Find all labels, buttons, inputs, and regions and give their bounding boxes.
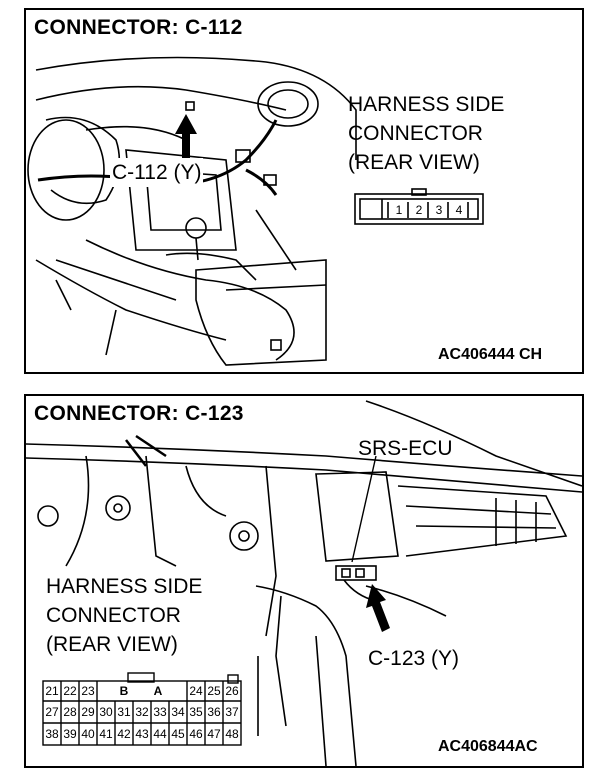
figure-code: AC406844AC [438, 738, 538, 755]
pin-label: 27 [45, 705, 59, 719]
pin-label: 32 [135, 705, 149, 719]
pin-label: 25 [207, 684, 221, 698]
pin-label: 37 [225, 705, 239, 719]
harness-label: HARNESS SIDE CONNECTOR (REAR VIEW) [348, 90, 504, 177]
harness-label-line-2: CONNECTOR [46, 604, 181, 627]
harness-label-line-3: (REAR VIEW) [46, 633, 178, 656]
srs-ecu-label: SRS-ECU [358, 437, 453, 460]
pin-label: 2 [415, 203, 423, 217]
connector-c123-panel: CONNECTOR: C-123 SRS-ECU HARNESS SIDE CO… [24, 394, 584, 768]
pin-label: 41 [99, 727, 113, 741]
pin-label: 31 [117, 705, 131, 719]
pin-label: 28 [63, 705, 77, 719]
pin-label: 30 [99, 705, 113, 719]
pin-label: 43 [135, 727, 149, 741]
pin-label: 4 [455, 203, 463, 217]
connector-callout: C-123 (Y) [366, 644, 462, 673]
pin-label: B [119, 684, 129, 698]
pin-label: 46 [189, 727, 203, 741]
pin-label: 3 [435, 203, 443, 217]
connector-face-c112: 1 2 3 4 [354, 188, 484, 226]
pin-label: 40 [81, 727, 95, 741]
figure-code: AC406444 CH [438, 346, 543, 363]
pin-label: 39 [63, 727, 77, 741]
harness-label-line-1: HARNESS SIDE [348, 93, 505, 116]
panel-title: CONNECTOR: C-123 [34, 402, 244, 425]
pin-label: 36 [207, 705, 221, 719]
pin-label: 35 [189, 705, 203, 719]
pin-label: 48 [225, 727, 239, 741]
harness-label-line-2: CONNECTOR [348, 122, 483, 145]
pin-label: 22 [63, 684, 77, 698]
pointer-arrow [175, 114, 197, 158]
pin-label: A [153, 684, 163, 698]
pin-label: 26 [225, 684, 239, 698]
pin-label: 33 [153, 705, 167, 719]
connector-callout: C-112 (Y) [110, 158, 204, 187]
connector-face-c123: 21 22 23 B A 24 25 26 27 28 29 30 31 32 … [42, 672, 242, 746]
connector-c112-panel: CONNECTOR: C-112 C-112 (Y) HARNESS SIDE … [24, 8, 584, 374]
pin-label: 45 [171, 727, 185, 741]
floor-console-line-drawing [26, 400, 582, 766]
harness-label: HARNESS SIDE CONNECTOR (REAR VIEW) [46, 572, 207, 659]
pin-label: 44 [153, 727, 167, 741]
pin-label: 47 [207, 727, 221, 741]
pin-label: 23 [81, 684, 95, 698]
pin-label: 29 [81, 705, 95, 719]
harness-label-line-3: (REAR VIEW) [348, 151, 480, 174]
pin-label: 24 [189, 684, 203, 698]
pin-label: 42 [117, 727, 131, 741]
pointer-arrow [366, 584, 390, 632]
pin-label: 21 [45, 684, 59, 698]
pin-label: 38 [45, 727, 59, 741]
pin-label: 1 [395, 203, 403, 217]
dashboard-line-drawing [27, 56, 357, 366]
pin-label: 34 [171, 705, 185, 719]
harness-label-line-1: HARNESS SIDE [46, 575, 203, 598]
panel-title: CONNECTOR: C-112 [34, 16, 243, 39]
